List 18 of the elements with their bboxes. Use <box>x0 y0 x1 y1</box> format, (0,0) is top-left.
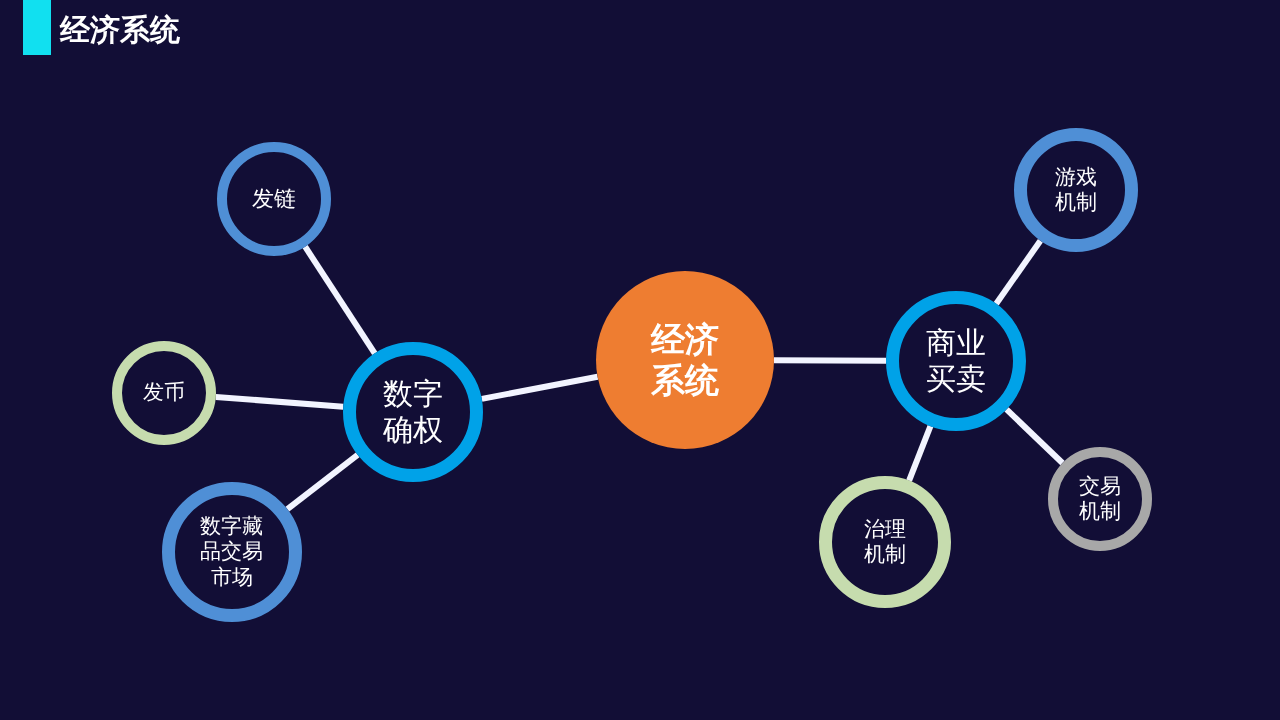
connector-line <box>774 357 886 364</box>
slide-title: 经济系统 <box>60 11 180 49</box>
connector-line <box>481 373 599 402</box>
node-label: 商业买卖 <box>925 325 987 397</box>
connector-line <box>302 245 378 355</box>
node-label: 游戏机制 <box>1054 164 1098 216</box>
node-label: 经济系统 <box>650 319 720 401</box>
connector-line <box>285 452 360 512</box>
node-label: 数字确权 <box>382 376 444 448</box>
node-label: 发币 <box>142 380 186 406</box>
node-label: 交易机制 <box>1078 473 1122 525</box>
connector-line <box>1004 407 1065 466</box>
connector-line <box>215 393 344 410</box>
node-label: 发链 <box>251 185 297 213</box>
connector-line <box>993 239 1043 306</box>
node-label: 治理机制 <box>863 516 907 568</box>
node-label: 数字藏品交易市场 <box>199 514 264 590</box>
connector-line <box>906 425 934 482</box>
